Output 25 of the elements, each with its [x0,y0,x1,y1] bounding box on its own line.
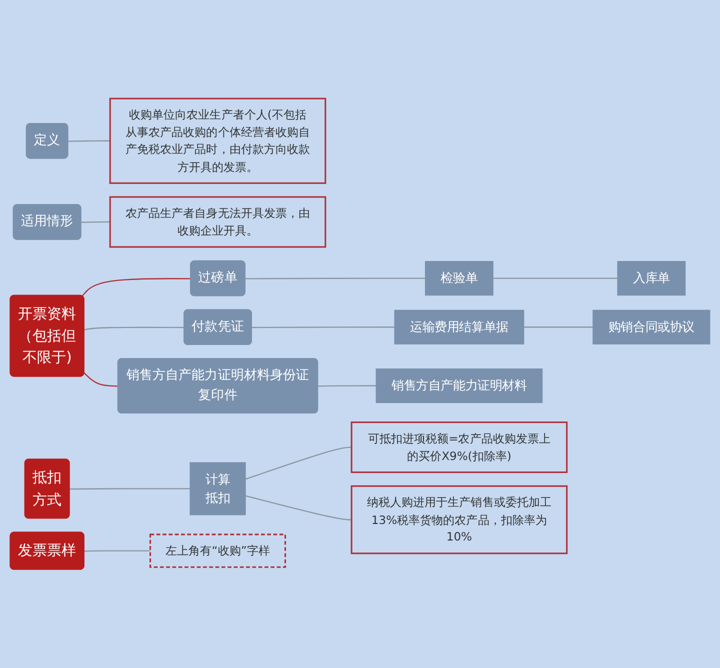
connector [524,326,593,328]
node-box: 可抵扣进项税额=农产品收购发票上的买价X9%(扣除率) [350,422,568,474]
connector [70,488,190,490]
connector [245,278,426,280]
connector [245,446,352,480]
connector [493,278,618,279]
node-box: 购销合同或协议 [592,310,710,344]
node-box: 入库单 [617,261,686,296]
connector [84,550,150,552]
connector [84,326,184,330]
node-box: 左上角有“收购”字样 [150,534,286,568]
node-box: 纳税人购进用于生产销售或委托加工13%税率货物的农产品，扣除率为10% [350,485,568,554]
node-box: 收购单位向农业生产者个人(不包括从事农产品收购的个体经营者收购自产免税农业产品时，由付款方向收款方开具的发票。 [109,98,326,184]
connector [68,140,110,142]
connector [318,385,376,387]
node-box: 运输费用结算单据 [394,310,524,344]
connector [252,326,395,328]
node-box: 农产品生产者自身无法开具发票，由收购企业开具。 [109,196,326,248]
node-box: 销售方自产能力证明材料 [376,368,543,404]
node-box: 检验单 [424,261,494,296]
connector [82,278,191,296]
connector [81,221,110,223]
node-box: 计算抵扣 [190,462,246,516]
connector [245,495,352,520]
connector [84,372,118,387]
